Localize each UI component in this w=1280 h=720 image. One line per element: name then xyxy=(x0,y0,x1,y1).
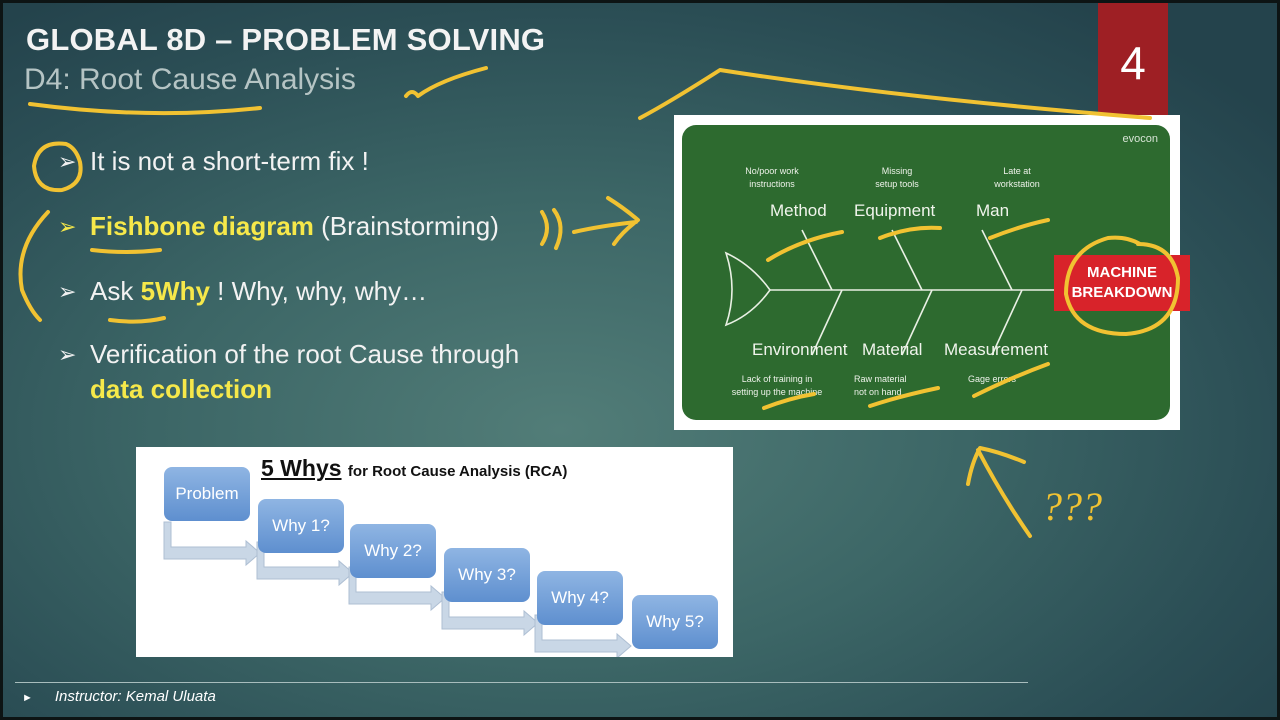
bullet-4-text: Verification of the root Cause through xyxy=(90,339,520,369)
bullet-2-highlight: Fishbone diagram xyxy=(90,211,314,241)
step-why-3: Why 3? xyxy=(444,548,530,602)
bullet-3-prefix: Ask xyxy=(90,276,141,306)
step-why-1: Why 1? xyxy=(258,499,344,553)
category-man: Man xyxy=(976,201,1010,220)
bullet-2-text: (Brainstorming) xyxy=(313,211,499,241)
five-whys-title: 5 Whys for Root Cause Analysis (RCA) xyxy=(261,455,568,481)
question-marks-annotation: ??? xyxy=(1042,484,1102,529)
slide-subtitle: D4: Root Cause Analysis xyxy=(24,63,356,96)
step-connectors xyxy=(163,521,632,657)
footer-instructor: Instructor: Kemal Uluata xyxy=(54,688,216,705)
arrow-bullet-icon: ➢ xyxy=(58,279,77,304)
category-environment: Environment xyxy=(752,340,848,359)
bullet-4-highlight: data collection xyxy=(90,374,273,404)
fishbone-drawing xyxy=(724,229,1062,356)
bullet-3: ➢ Ask 5Why ! Why, why, why… xyxy=(58,276,427,308)
bullet-1: ➢ It is not a short-term fix ! xyxy=(58,146,369,178)
footer: ► Instructor: Kemal Uluata xyxy=(22,688,216,705)
bullet-2: ➢ Fishbone diagram (Brainstorming) xyxy=(58,211,499,243)
category-measurement: Measurement xyxy=(944,340,1048,359)
slide-number: 4 xyxy=(1098,3,1168,115)
bullet-3-highlight: 5Why xyxy=(140,276,210,306)
bullet-3-text: ! Why, why, why… xyxy=(209,276,428,306)
arrow-bullet-icon: ➢ xyxy=(58,149,77,174)
arrow-bullet-icon: ➢ xyxy=(58,342,77,367)
slide-title: GLOBAL 8D – PROBLEM SOLVING xyxy=(26,22,546,57)
step-why-2: Why 2? xyxy=(350,524,436,578)
five-whys-image: 5 Whys for Root Cause Analysis (RCA) Pro… xyxy=(136,447,733,657)
footer-divider xyxy=(15,682,1028,683)
category-equipment: Equipment xyxy=(854,201,936,220)
bullet-4: ➢ Verification of the root Cause through… xyxy=(58,339,519,405)
play-triangle-icon: ► xyxy=(22,692,33,704)
brand-logo: evocon xyxy=(1122,133,1158,145)
note-measurement: Gage errors xyxy=(968,374,1017,384)
bullet-1-text: It is not a short-term fix ! xyxy=(90,146,369,176)
category-material: Material xyxy=(862,340,923,359)
step-why-5: Why 5? xyxy=(632,595,718,649)
category-method: Method xyxy=(770,201,827,220)
step-problem: Problem xyxy=(164,467,250,521)
arrow-bullet-icon: ➢ xyxy=(58,214,77,239)
step-why-4: Why 4? xyxy=(537,571,623,625)
